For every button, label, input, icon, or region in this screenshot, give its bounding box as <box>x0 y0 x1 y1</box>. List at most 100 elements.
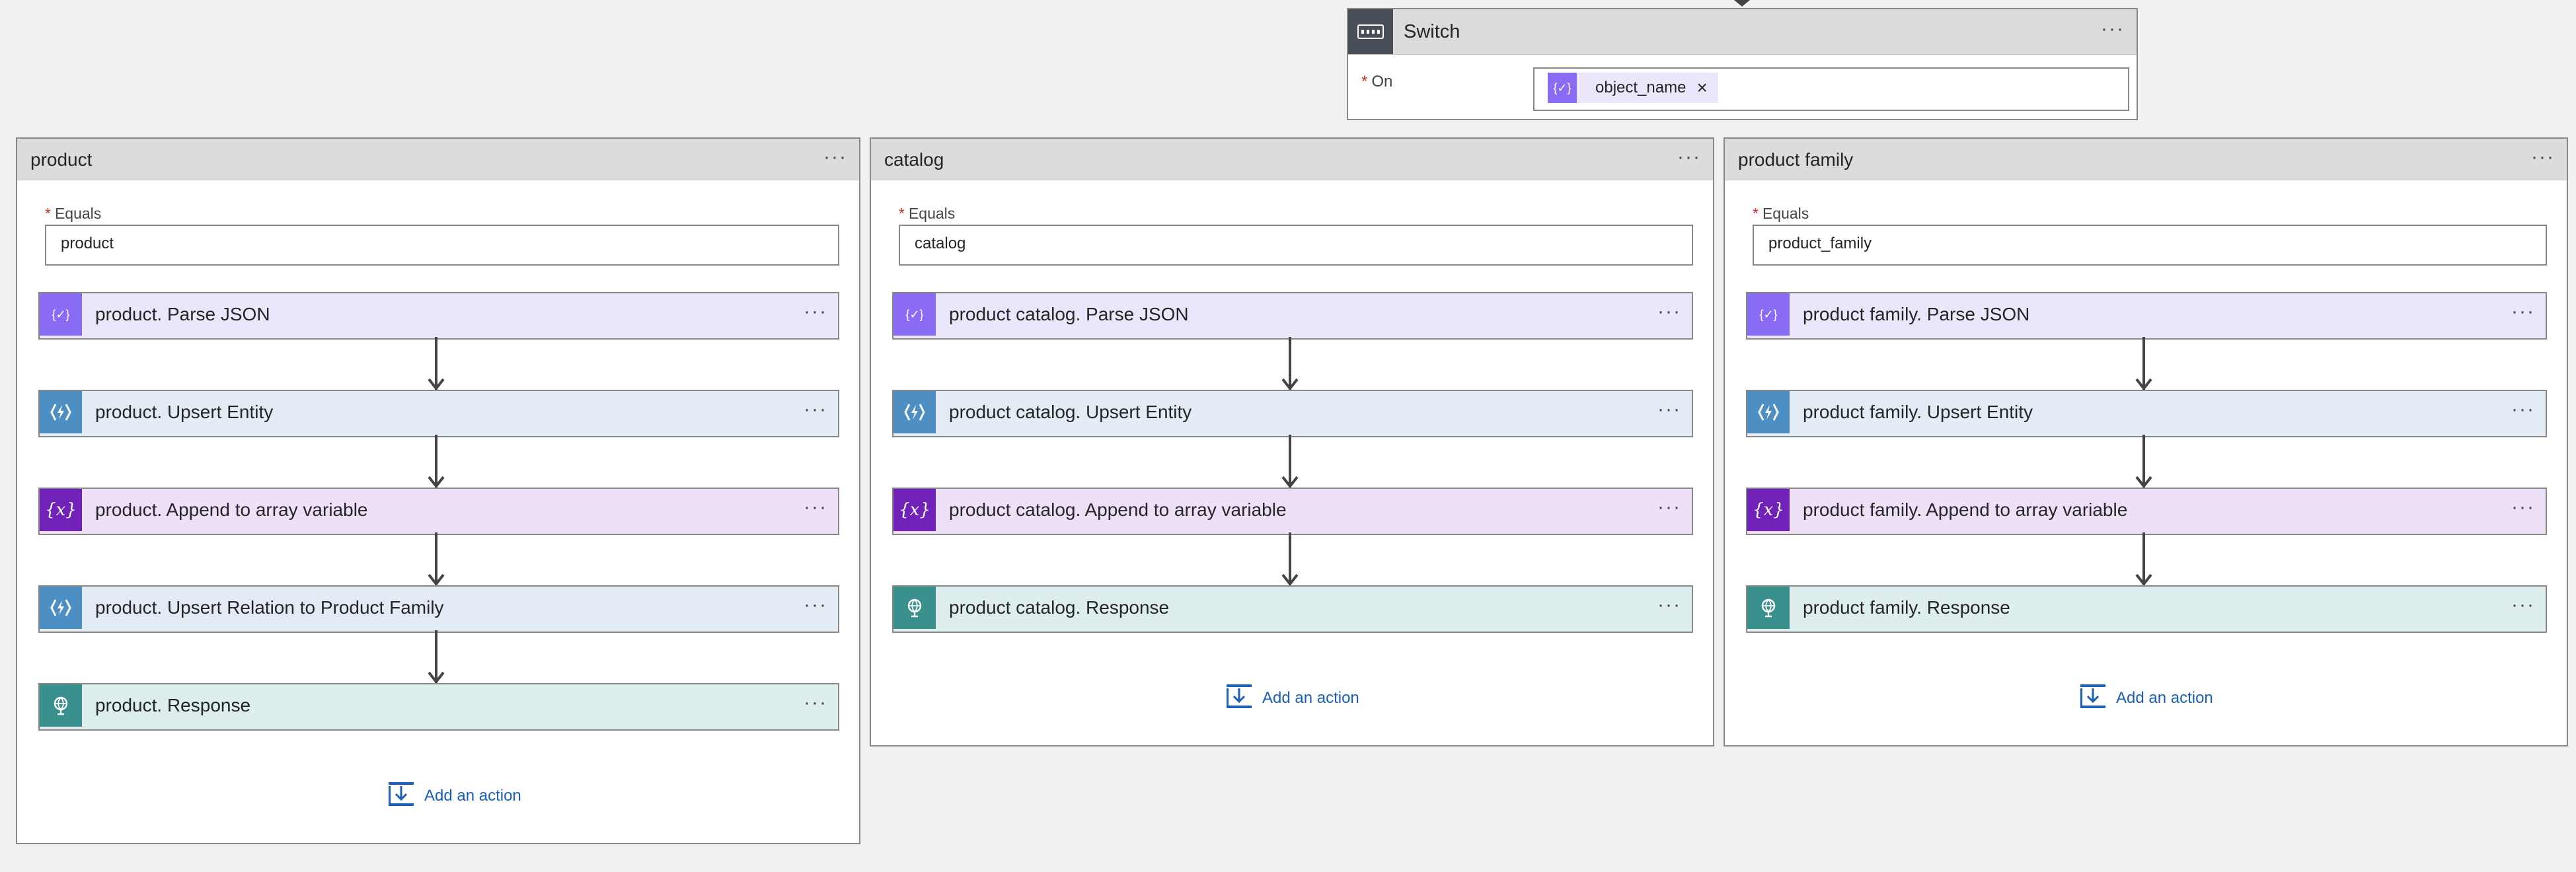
equals-input[interactable]: catalog <box>899 225 1693 266</box>
parse-json-glyph: {✓} <box>1759 307 1778 321</box>
response-globe-icon <box>1747 587 1790 629</box>
remove-token-button[interactable]: × <box>1696 77 1708 98</box>
case-container-product[interactable]: product ··· *Equals product {✓} product.… <box>16 137 860 844</box>
dataverse-connector-icon <box>40 391 82 433</box>
action-title: product family. Parse JSON <box>1803 304 2030 324</box>
add-an-action-button[interactable]: Add an action <box>387 781 521 811</box>
add-action-icon <box>387 781 415 811</box>
parse-json-icon: {✓} <box>1548 73 1577 103</box>
case-more-options-button[interactable]: ··· <box>1677 146 1701 168</box>
switch-header[interactable]: Switch ··· <box>1348 9 2137 55</box>
token-text: object_name <box>1595 79 1686 96</box>
action-title: product catalog. Upsert Entity <box>949 402 1192 422</box>
variable-glyph: {x} <box>899 500 930 520</box>
add-an-action-button[interactable]: Add an action <box>2079 683 2213 713</box>
case-header[interactable]: product ··· <box>17 139 859 180</box>
case-title: catalog <box>884 149 944 170</box>
equals-label: *Equals <box>45 205 101 223</box>
case-more-options-button[interactable]: ··· <box>823 146 847 168</box>
action-more-options-button[interactable]: ··· <box>2511 398 2535 420</box>
equals-label-text: Equals <box>1762 205 1809 222</box>
add-action-icon <box>2079 683 2107 713</box>
switch-title: Switch <box>1404 21 1460 42</box>
equals-input[interactable]: product_family <box>1753 225 2547 266</box>
incoming-connector-arrow <box>1734 0 1750 7</box>
action-card[interactable]: product catalog. Response ··· <box>892 585 1693 633</box>
add-action-label: Add an action <box>424 786 521 805</box>
parse-json-glyph: {✓} <box>905 307 924 321</box>
equals-label-text: Equals <box>54 205 102 222</box>
variable-glyph: {x} <box>45 500 77 520</box>
switch-on-label: *On <box>1361 73 1392 91</box>
case-container-product-family[interactable]: product family ··· *Equals product_famil… <box>1724 137 2568 746</box>
action-card[interactable]: product. Upsert Entity ··· <box>38 390 839 437</box>
parse-json-icon: {✓} <box>40 293 82 336</box>
action-more-options-button[interactable]: ··· <box>1657 594 1681 616</box>
action-card[interactable]: {x} product. Append to array variable ··… <box>38 488 839 535</box>
action-title: product. Parse JSON <box>95 304 270 324</box>
case-header[interactable]: catalog ··· <box>871 139 1713 180</box>
action-title: product. Upsert Entity <box>95 402 274 422</box>
parse-json-icon: {✓} <box>1747 293 1790 336</box>
action-more-options-button[interactable]: ··· <box>2511 594 2535 616</box>
action-title: product. Upsert Relation to Product Fami… <box>95 597 444 618</box>
equals-label: *Equals <box>899 205 955 223</box>
on-label-text: On <box>1371 73 1393 91</box>
action-more-options-button[interactable]: ··· <box>804 398 827 420</box>
case-container-catalog[interactable]: catalog ··· *Equals catalog {✓} product … <box>870 137 1714 746</box>
action-card[interactable]: product family. Response ··· <box>1746 585 2547 633</box>
switch-icon <box>1348 9 1393 54</box>
equals-label: *Equals <box>1753 205 1809 223</box>
add-action-label: Add an action <box>2116 688 2213 707</box>
action-title: product catalog. Append to array variabl… <box>949 499 1287 520</box>
action-more-options-button[interactable]: ··· <box>1657 496 1681 518</box>
case-title: product family <box>1738 149 1854 170</box>
action-title: product catalog. Response <box>949 597 1170 618</box>
action-more-options-button[interactable]: ··· <box>804 496 827 518</box>
switch-card[interactable]: Switch ··· *On {✓} object_name × <box>1347 8 2138 120</box>
dynamic-content-token[interactable]: {✓} object_name × <box>1548 73 1718 103</box>
add-an-action-button[interactable]: Add an action <box>1225 683 1359 713</box>
action-card[interactable]: product catalog. Upsert Entity ··· <box>892 390 1693 437</box>
action-title: product family. Upsert Entity <box>1803 402 2033 422</box>
action-card[interactable]: {✓} product catalog. Parse JSON ··· <box>892 292 1693 340</box>
action-card[interactable]: product. Response ··· <box>38 683 839 731</box>
action-more-options-button[interactable]: ··· <box>1657 398 1681 420</box>
action-card[interactable]: product family. Upsert Entity ··· <box>1746 390 2547 437</box>
switch-more-options-button[interactable]: ··· <box>2101 18 2125 40</box>
switch-on-field[interactable]: {✓} object_name × <box>1533 67 2129 111</box>
variable-icon: {x} <box>893 489 936 531</box>
action-card[interactable]: product. Upsert Relation to Product Fami… <box>38 585 839 633</box>
action-more-options-button[interactable]: ··· <box>2511 496 2535 518</box>
add-action-label: Add an action <box>1262 688 1359 707</box>
action-more-options-button[interactable]: ··· <box>2511 301 2535 322</box>
equals-input[interactable]: product <box>45 225 839 266</box>
response-globe-icon <box>893 587 936 629</box>
action-card[interactable]: {x} product family. Append to array vari… <box>1746 488 2547 535</box>
dataverse-connector-icon <box>1747 391 1790 433</box>
case-header[interactable]: product family ··· <box>1725 139 2567 180</box>
dataverse-connector-icon <box>40 587 82 629</box>
action-title: product. Response <box>95 695 251 715</box>
action-title: product. Append to array variable <box>95 499 368 520</box>
required-marker: * <box>1361 73 1368 91</box>
required-marker: * <box>45 205 51 222</box>
action-card[interactable]: {✓} product family. Parse JSON ··· <box>1746 292 2547 340</box>
action-card[interactable]: {x} product catalog. Append to array var… <box>892 488 1693 535</box>
equals-label-text: Equals <box>908 205 956 222</box>
parse-json-icon: {✓} <box>893 293 936 336</box>
required-marker: * <box>899 205 905 222</box>
action-more-options-button[interactable]: ··· <box>804 692 827 713</box>
action-more-options-button[interactable]: ··· <box>1657 301 1681 322</box>
variable-icon: {x} <box>1747 489 1790 531</box>
variable-icon: {x} <box>40 489 82 531</box>
required-marker: * <box>1753 205 1759 222</box>
action-card[interactable]: {✓} product. Parse JSON ··· <box>38 292 839 340</box>
action-more-options-button[interactable]: ··· <box>804 594 827 616</box>
response-globe-icon <box>40 684 82 727</box>
action-title: product family. Append to array variable <box>1803 499 2128 520</box>
action-title: product family. Response <box>1803 597 2010 618</box>
case-more-options-button[interactable]: ··· <box>2531 146 2555 168</box>
dataverse-connector-icon <box>893 391 936 433</box>
action-more-options-button[interactable]: ··· <box>804 301 827 322</box>
